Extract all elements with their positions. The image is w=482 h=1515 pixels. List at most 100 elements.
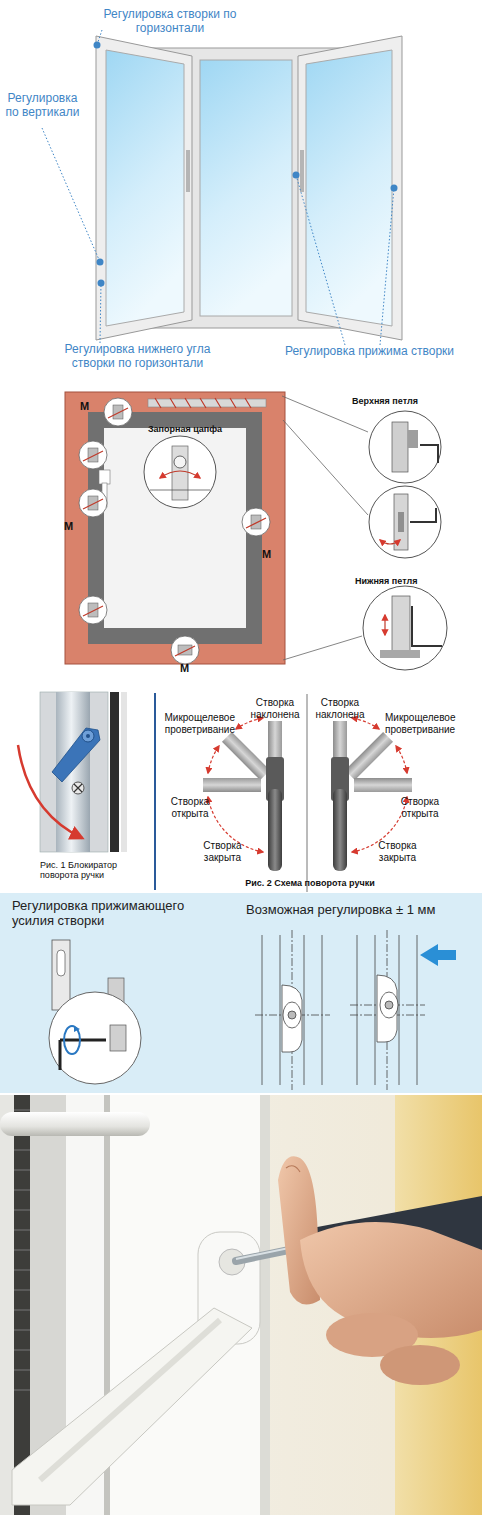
window-illustration	[186, 150, 190, 192]
handle-rotation-scheme	[307, 694, 308, 892]
detail-callout	[79, 489, 107, 517]
window-illustration	[200, 60, 292, 316]
handle-rotation-scheme	[333, 789, 347, 871]
hinge-detail	[369, 411, 441, 483]
adjustment-photo	[0, 1112, 150, 1136]
position-label: Створка открыта	[165, 796, 215, 819]
position-label: Микрощелевое проветривание	[150, 712, 235, 735]
hinge-detail	[420, 445, 438, 463]
handle-blocker	[18, 745, 82, 838]
window-illustration	[298, 36, 402, 340]
detail-callout	[79, 398, 270, 664]
adjustment-photo	[0, 1095, 482, 1515]
adjustment-point	[293, 172, 300, 179]
hinge-detail	[282, 396, 447, 670]
adjustment-photo	[0, 1095, 482, 1515]
hinge-detail	[408, 430, 418, 448]
rotation-arc	[236, 718, 263, 729]
part-letter: M	[80, 400, 96, 413]
adjustment-point	[391, 185, 398, 192]
handle-blocker	[82, 730, 94, 742]
figure-caption: Рис. 1 Блокиратор поворота ручки	[40, 860, 150, 881]
detail-callout	[79, 596, 107, 624]
leader-line	[296, 175, 345, 345]
position-label: Створка закрыта	[195, 840, 250, 863]
handle-rotation-scheme	[268, 789, 282, 871]
adjustment-photo	[14, 1095, 30, 1515]
rotation-arc	[208, 746, 219, 773]
figure-caption: Рис. 2 Схема поворота ручки	[200, 878, 420, 888]
rotation-arc	[352, 718, 379, 729]
fittings-scheme	[65, 392, 285, 664]
window-illustration	[300, 150, 304, 192]
window-illustration	[0, 0, 482, 385]
adjustment-point	[97, 259, 104, 266]
adjustment-photo	[0, 1095, 14, 1515]
adjustment-point	[98, 280, 105, 287]
rotation-arc	[396, 746, 407, 773]
adjustment-photo	[380, 1345, 460, 1385]
hinge-detail	[283, 420, 368, 515]
callout-label: Регулировка нижнего угла створки по гори…	[45, 343, 230, 371]
hinge-detail	[283, 636, 362, 660]
leader-line	[380, 188, 394, 345]
hinge-detail	[392, 596, 410, 656]
detail-callout	[104, 398, 132, 426]
window-illustration	[106, 50, 184, 326]
fittings-scheme	[99, 470, 110, 484]
hardware-icon	[251, 515, 261, 529]
locking-cam-detail	[150, 490, 210, 491]
handle-blocker	[52, 728, 100, 782]
hinge-detail	[369, 486, 441, 558]
position-label: Створка открыта	[395, 796, 445, 819]
part-letter: M	[262, 548, 278, 561]
position-label: Створка наклонена	[245, 697, 305, 720]
locking-cam-detail	[160, 471, 200, 478]
detail-callout	[242, 508, 270, 536]
handle-rotation-scheme	[345, 732, 393, 780]
adjustment-point	[94, 42, 101, 49]
adjustment-photo	[260, 1095, 270, 1515]
window-illustration	[0, 0, 482, 385]
node-text: Возможная регулировка ± 1 мм	[246, 903, 478, 918]
locking-cam-detail	[172, 446, 188, 500]
window-illustration	[96, 36, 192, 340]
adjustment-photo	[286, 1166, 300, 1172]
adjustment-photo	[12, 1308, 252, 1505]
hinge-detail	[412, 606, 442, 646]
hinge-detail	[392, 422, 408, 472]
part-name: Запорная цапфа	[140, 424, 230, 434]
fittings-scheme	[88, 412, 262, 644]
locking-cam-detail	[144, 436, 216, 508]
hinge-detail	[384, 615, 385, 635]
fittings-scheme	[65, 392, 285, 664]
adjust-arrow	[83, 408, 266, 656]
fittings-scheme	[155, 398, 251, 408]
leader-line	[42, 128, 100, 262]
handle-blocker	[40, 692, 108, 852]
callout-label: Регулировка по вертикали	[0, 92, 85, 120]
hinge-detail	[398, 512, 404, 532]
fittings-scheme	[104, 428, 246, 628]
locking-cam-detail	[174, 456, 186, 468]
locking-cam-detail	[144, 436, 216, 508]
hardware-icon	[88, 603, 98, 617]
hardware-icon	[113, 405, 123, 419]
adjustment-photo	[110, 1095, 260, 1515]
part-letter: M	[64, 520, 80, 533]
handle-blocker	[121, 692, 127, 852]
adjust-arrow	[83, 408, 266, 656]
hinge-detail	[394, 494, 408, 550]
position-label: Створка наклонена	[310, 697, 370, 720]
node-text: Регулировка прижимающего усилия створки	[12, 899, 217, 929]
handle-rotation-scheme	[222, 732, 270, 780]
callout-label: Регулировка створки по горизонтали	[100, 8, 240, 36]
handle-rotation-scheme	[354, 778, 412, 792]
adjustment-photo	[40, 1320, 220, 1480]
detail-callout	[79, 441, 107, 469]
handle-rotation-scheme	[203, 778, 261, 792]
hinge-detail	[380, 650, 420, 658]
handle-blocker	[72, 782, 84, 794]
part-name: Верхняя петля	[352, 396, 462, 406]
